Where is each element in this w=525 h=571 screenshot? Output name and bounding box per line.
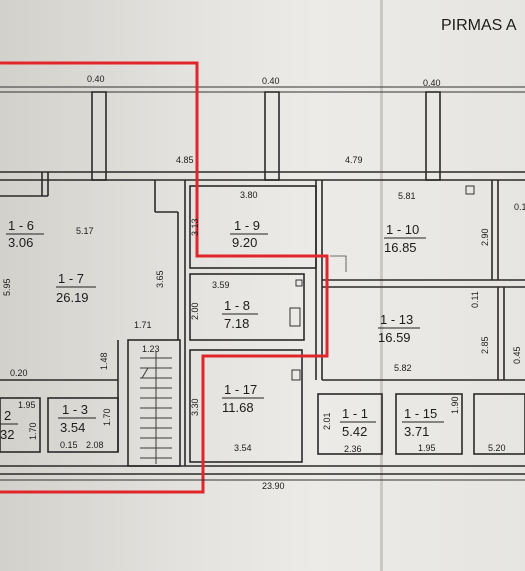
dim-label: 2.85 [480,336,490,354]
dimension-labels: 4.85 4.79 5.17 5.95 3.65 1.71 1.48 0.20 … [2,155,525,491]
room-labels: 1 - 6 3.06 1 - 7 26.19 1 - 9 9.20 1 - 8 … [0,218,444,442]
room-area: 26.19 [56,290,89,305]
room-area: 7.18 [224,316,249,331]
room-id: 1 - 7 [58,271,84,286]
fixture-icon [291,369,301,381]
room-id: 2 [4,408,11,423]
dim-label: 3.30 [190,398,200,416]
top-dim-3: 0.40 [423,78,441,88]
room-id: 1 - 9 [234,218,260,233]
room-id: 1 - 17 [224,382,257,397]
room-id: 1 - 3 [62,402,88,417]
dim-label: 1.71 [134,320,152,330]
dim-label: 4.85 [176,155,194,165]
room-area: 16.85 [384,240,417,255]
dim-label: 0.15 [60,440,78,450]
room-area: 16.59 [378,330,411,345]
dim-label: 5.17 [76,226,94,236]
dim-label: 5.82 [394,363,412,373]
room-id: 1 - 13 [380,312,413,327]
dim-label: 3.80 [240,190,258,200]
dim-label: 0.1 [514,202,525,212]
dim-label: 2.08 [86,440,104,450]
dim-label: 5.20 [488,443,506,453]
fixture-icon [289,307,301,327]
top-dim-2: 0.40 [262,76,280,86]
highlight-boundary [0,61,329,494]
dim-label: 5.81 [398,191,416,201]
dim-label: 2.00 [190,302,200,320]
dim-label: 3.59 [212,280,230,290]
room-area: 3.54 [60,420,85,435]
room-area: 11.68 [222,400,254,415]
dim-label: 1.90 [450,396,460,414]
dim-label: 3.65 [155,270,165,288]
door-swing [330,255,347,272]
room-id: 1 - 1 [342,406,368,421]
dim-label: 3.54 [234,443,252,453]
room-id: 1 - 15 [404,406,437,421]
staircase [140,352,172,464]
dim-label: 0.45 [512,346,522,364]
walls [0,91,525,475]
dim-label: 2.90 [480,228,490,246]
room-id: 1 - 8 [224,298,250,313]
fixture-icon [465,185,475,195]
dim-label: 1.95 [18,400,36,410]
dim-label: 0.11 [470,291,480,308]
fixture-icon [295,279,303,287]
room-area: 3.06 [8,235,33,250]
dim-label: 2.36 [344,444,362,454]
room-area: 9.20 [232,235,257,250]
dim-label: 1.70 [102,408,112,426]
room-area: 5.42 [342,424,367,439]
dim-label: 1.23 [142,344,160,354]
room-area: 32 [0,427,14,442]
room-area: 3.71 [404,424,429,439]
top-dim-1: 0.40 [87,74,105,84]
dim-label: 4.79 [345,155,363,165]
paper-fold [380,0,383,571]
room-id: 1 - 10 [386,222,419,237]
dim-label: 1.70 [28,422,38,440]
plan-title: PIRMAS A [441,17,517,34]
dim-label: 1.48 [99,352,109,370]
dim-label: 5.95 [2,278,12,296]
dim-label: 23.90 [262,481,285,491]
dim-label: 1.95 [418,443,436,453]
top-dimension-line [0,86,525,93]
dim-label: 3.13 [190,218,200,236]
room-id: 1 - 6 [8,218,34,233]
dim-label: 2.01 [322,412,332,430]
dim-label: 0.20 [10,368,28,378]
